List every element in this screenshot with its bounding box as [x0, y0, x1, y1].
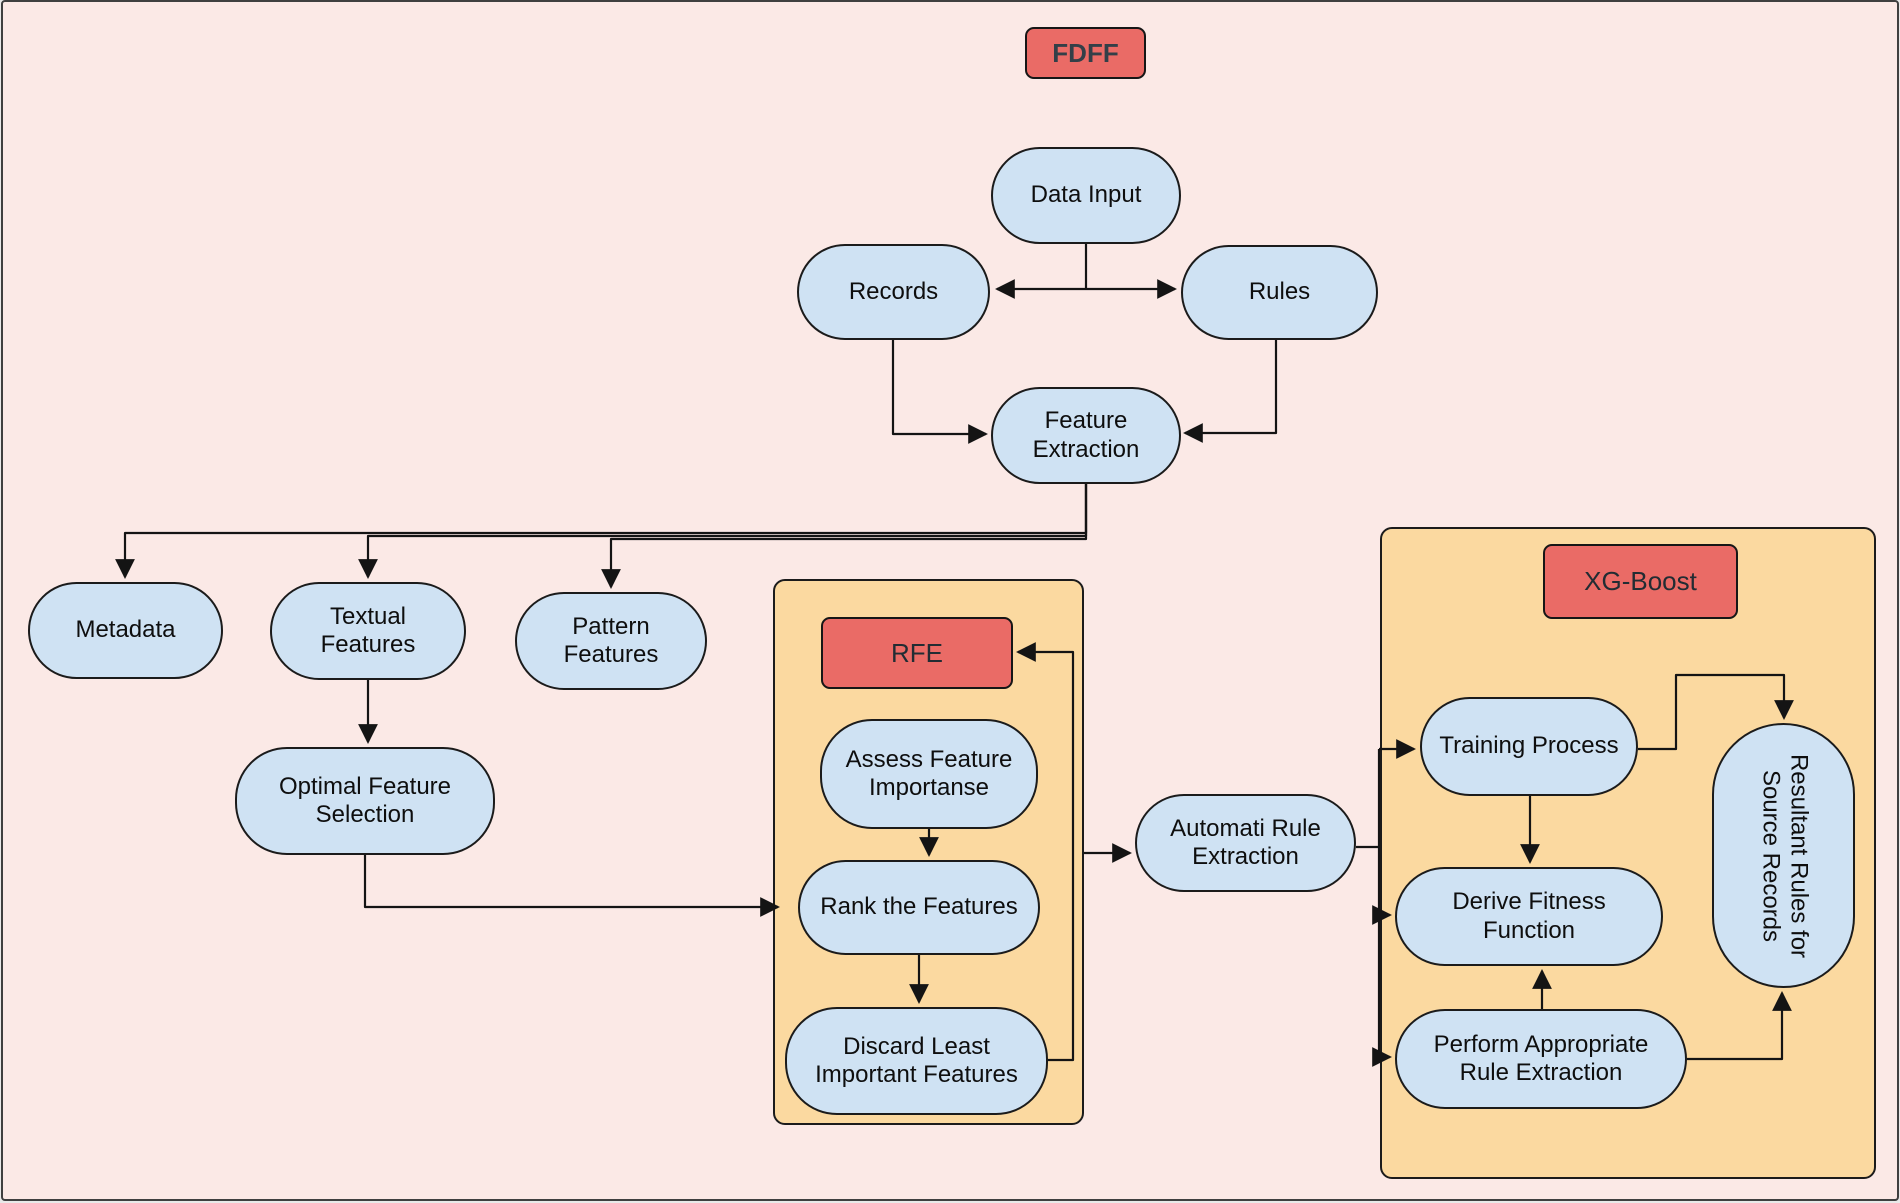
edge-perform-resultant — [1687, 991, 1792, 1061]
edge-fe-metadata — [115, 484, 1088, 579]
node-discard-least-important-label: Discard Least Important Features — [815, 1032, 1018, 1088]
fdff-title-box: FDFF — [1025, 27, 1146, 79]
node-perform-appropriate-rule-extraction: Perform Appropriate Rule Extraction — [1395, 1009, 1687, 1109]
node-optimal-feature-selection-label: Optimal Feature Selection — [278, 772, 452, 828]
node-rules-label: Rules — [1248, 278, 1311, 306]
node-training-process-label: Training Process — [1439, 732, 1619, 760]
node-derive-fitness-function: Derive Fitness Function — [1395, 867, 1663, 966]
fdff-title-label: FDFF — [1052, 37, 1119, 68]
node-textual-features-label: Textual Features — [320, 602, 416, 658]
node-resultant-rules: Resultant Rules for Source Records — [1712, 723, 1855, 988]
node-rank-the-features-label: Rank the Features — [820, 893, 1018, 921]
node-pattern-features-label: Pattern Features — [563, 612, 659, 668]
node-textual-features: Textual Features — [270, 582, 466, 680]
xgboost-title-label: XG-Boost — [1584, 566, 1697, 596]
node-feature-extraction: Feature Extraction — [991, 387, 1181, 484]
edge-fe-textual — [358, 484, 1088, 579]
node-optimal-feature-selection: Optimal Feature Selection — [235, 747, 495, 855]
edge-records-fe — [891, 339, 988, 444]
node-rules: Rules — [1181, 245, 1378, 340]
edge-fe-pattern — [601, 484, 1088, 589]
node-records-label: Records — [848, 277, 939, 305]
node-pattern-features: Pattern Features — [515, 592, 707, 690]
xgboost-title-box: XG-Boost — [1543, 544, 1738, 619]
node-automati-rule-extraction: Automati Rule Extraction — [1135, 794, 1356, 892]
node-data-input-label: Data Input — [1030, 181, 1142, 209]
edge-ofs-rank — [363, 855, 780, 917]
rfe-title-box: RFE — [821, 617, 1013, 689]
node-feature-extraction-label: Feature Extraction — [1032, 407, 1140, 463]
node-metadata-label: Metadata — [75, 616, 176, 644]
edge-training-resultant — [1638, 673, 1794, 751]
node-records: Records — [797, 244, 990, 340]
node-derive-fitness-function-label: Derive Fitness Function — [1452, 888, 1606, 944]
rfe-title-label: RFE — [891, 637, 943, 668]
edge-discard-rfe-feedback — [1016, 642, 1075, 1062]
node-automati-rule-extraction-label: Automati Rule Extraction — [1170, 814, 1321, 870]
node-training-process: Training Process — [1420, 697, 1638, 796]
edges-layer — [115, 244, 1794, 1067]
node-assess-feature-importanse: Assess Feature Importanse — [820, 719, 1038, 829]
node-assess-feature-importanse-label: Assess Feature Importanse — [845, 745, 1013, 801]
node-discard-least-important: Discard Least Important Features — [785, 1007, 1048, 1115]
edge-rules-fe — [1183, 339, 1278, 443]
node-resultant-rules-label: Resultant Rules for Source Records — [1756, 753, 1812, 958]
node-metadata: Metadata — [28, 582, 223, 679]
node-perform-appropriate-rule-extraction-label: Perform Appropriate Rule Extraction — [1433, 1030, 1649, 1086]
node-rank-the-features: Rank the Features — [798, 860, 1040, 955]
node-data-input: Data Input — [991, 147, 1181, 244]
